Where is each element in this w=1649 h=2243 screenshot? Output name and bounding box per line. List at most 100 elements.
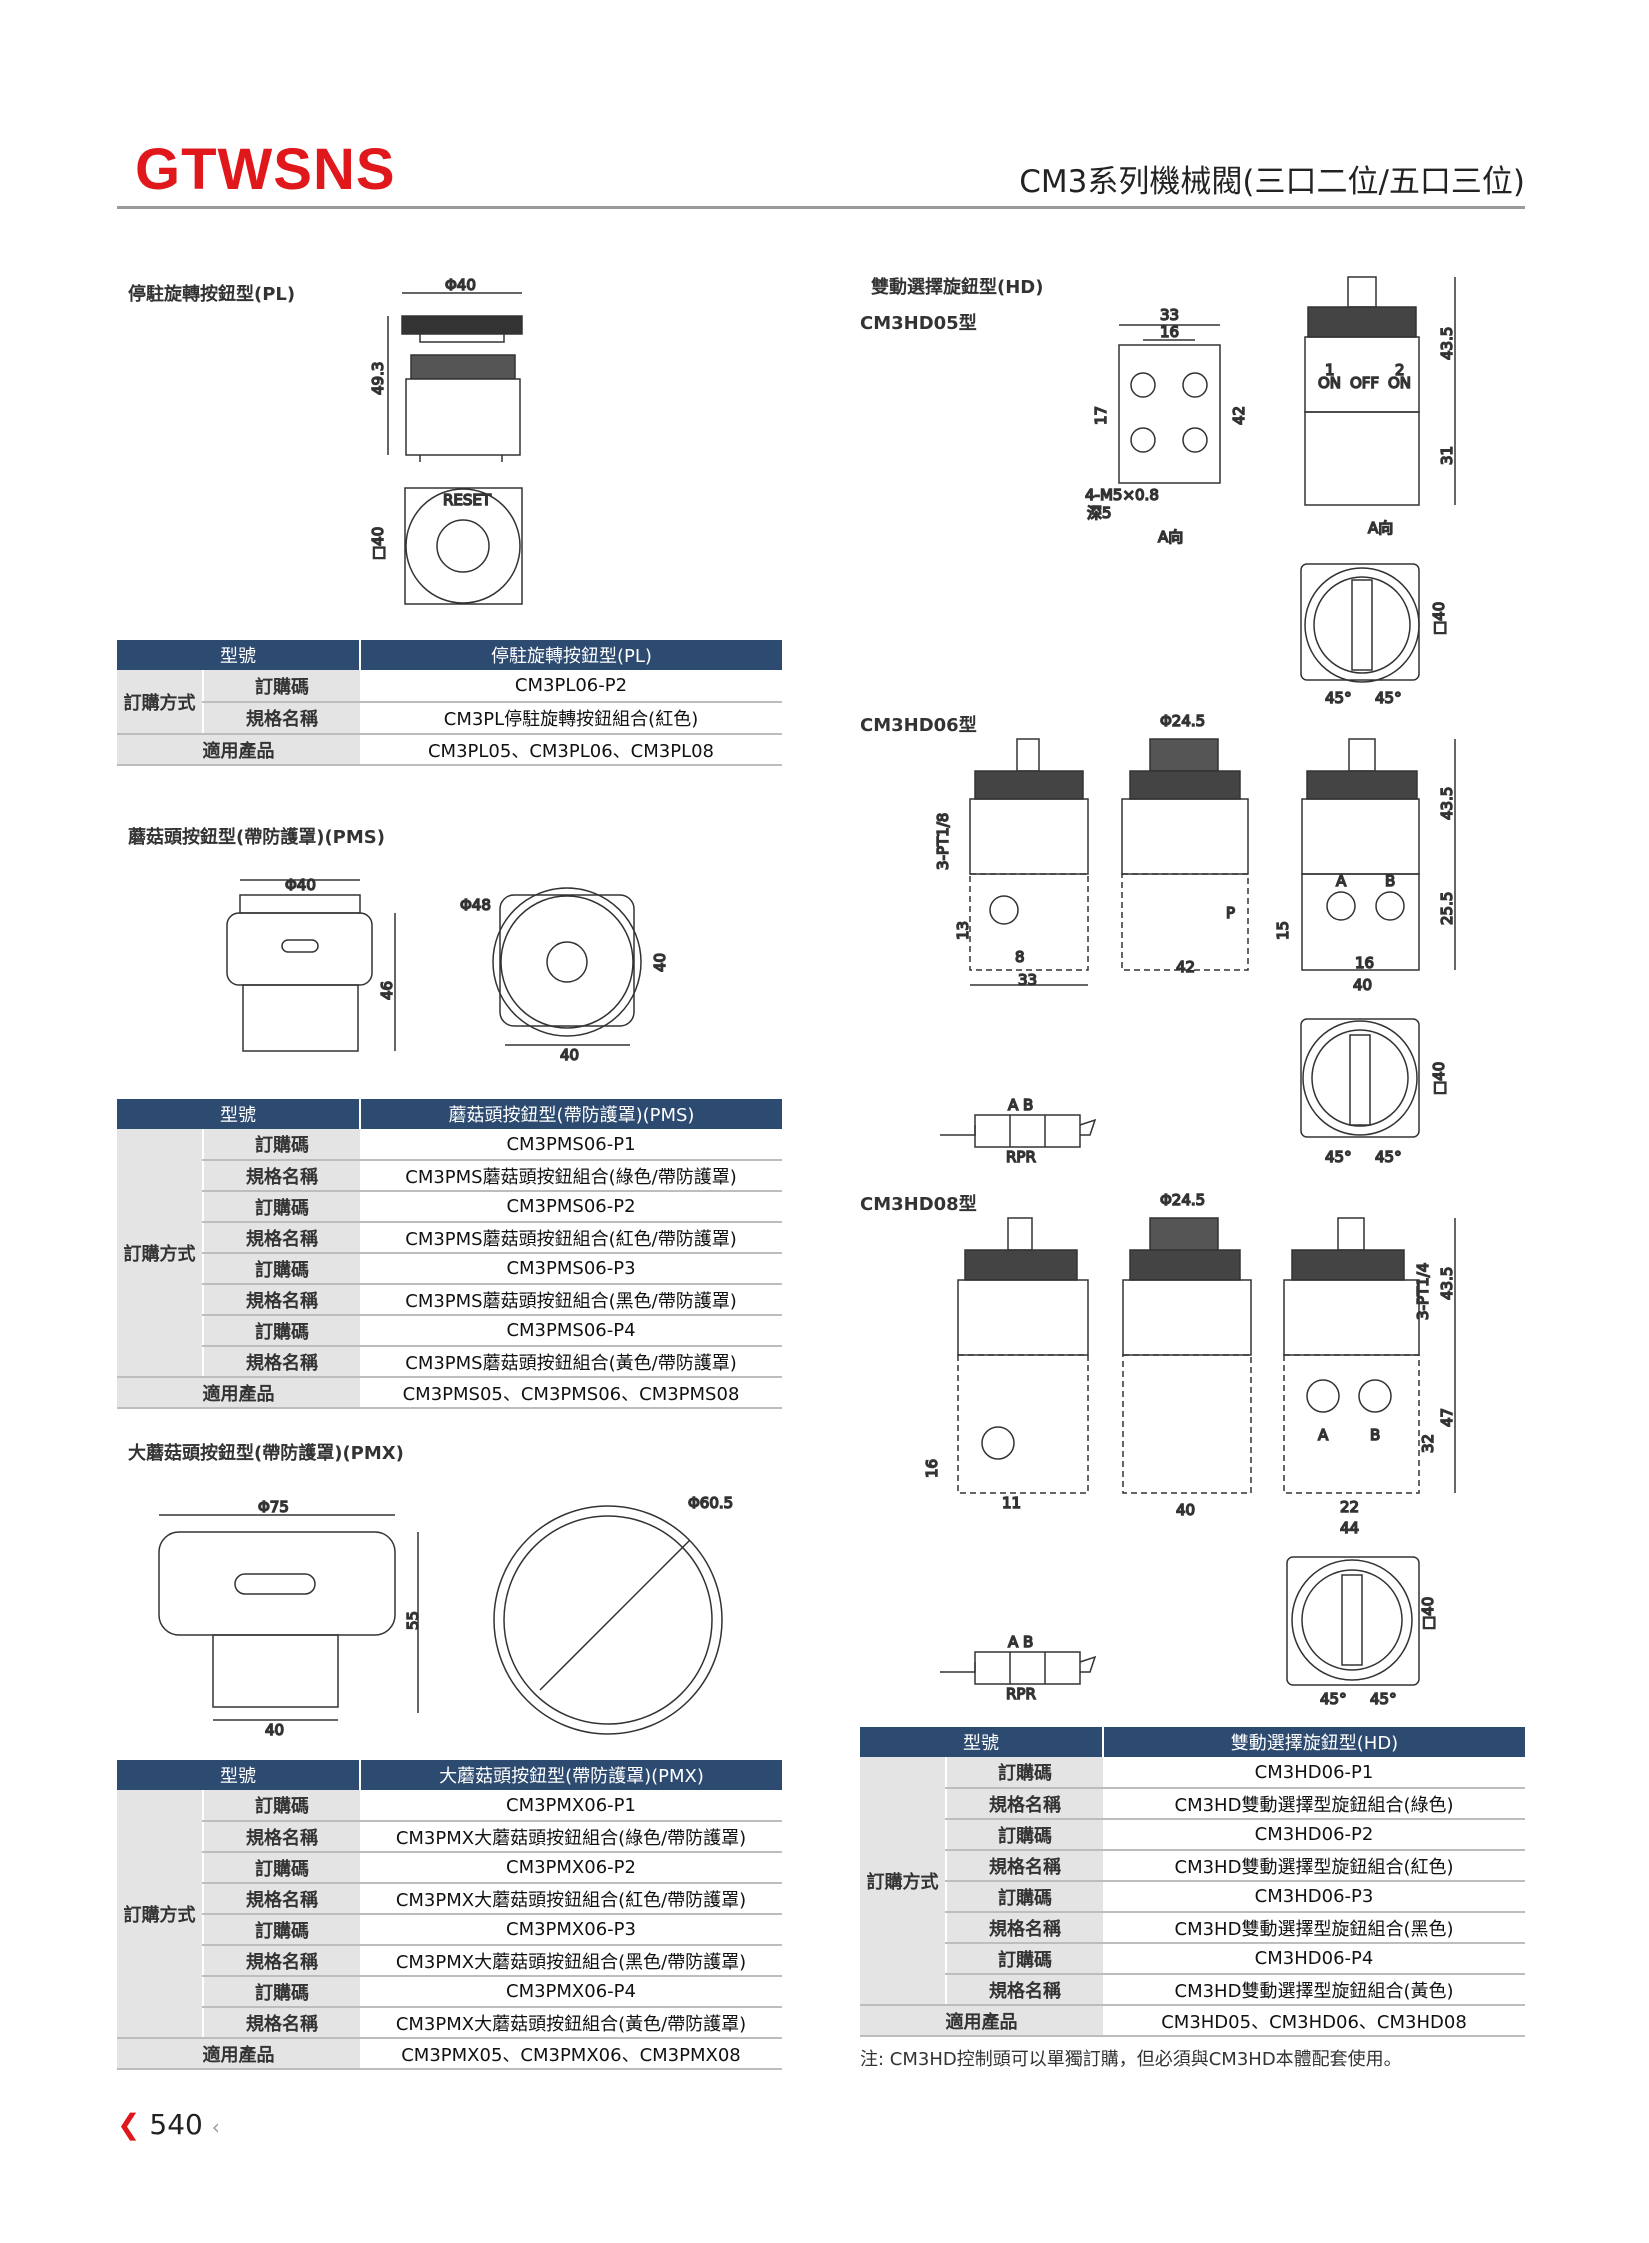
order-code-value: CM3HD06-P3 — [1103, 1881, 1525, 1913]
page-number: ❮ 540 ‹ — [117, 2108, 220, 2141]
section-title-hd05: CM3HD05型 — [860, 313, 977, 334]
order-code-label: 訂購碼 — [202, 1191, 360, 1223]
col-header-model: 型號 — [117, 640, 360, 670]
applicable-label: 適用產品 — [860, 2005, 1103, 2037]
order-code-label: 訂購碼 — [202, 1976, 360, 2008]
spec-name-value: CM3HD雙動選擇型旋鈕組合(黑色) — [1103, 1912, 1525, 1944]
dim-hd06-h15: 15 — [1274, 921, 1292, 940]
applicable-label: 適用產品 — [117, 2038, 360, 2070]
dim-pmx-d605: Φ60.5 — [688, 1494, 733, 1512]
hd08-valve-symbol — [940, 1651, 1097, 1685]
hd05-bottom-drawing — [1300, 563, 1420, 683]
spec-name-value: CM3PMS蘑菇頭按鈕組合(紅色/帶防護罩) — [360, 1222, 782, 1254]
dim-hd08-pt: 3-PT1/4 — [1414, 1263, 1432, 1320]
hd08-front-drawing — [957, 1217, 1089, 1494]
hd08-middle-drawing — [1122, 1217, 1252, 1494]
next-arrow-icon: ‹ — [211, 2115, 220, 2139]
order-code-label: 訂購碼 — [945, 1757, 1103, 1789]
dim-hd08-h47: 47 — [1438, 1408, 1456, 1427]
hd08-bottom-drawing — [1286, 1556, 1420, 1686]
hd06-port-p: P — [1226, 904, 1235, 922]
dim-hd06-w16: 16 — [1355, 954, 1374, 972]
pms-front-drawing — [226, 879, 396, 1052]
hd06-side-drawing — [1301, 738, 1456, 971]
spec-name-label: 規格名稱 — [202, 702, 360, 735]
hd08-port-b: B — [1370, 1426, 1380, 1444]
dim-hd06-pt: 3-PT1/8 — [934, 813, 952, 870]
spec-name-value: CM3PL停駐旋轉按鈕組合(紅色) — [360, 702, 782, 735]
spec-name-label: 規格名稱 — [202, 1222, 360, 1254]
dim-hd06-sq40: □40 — [1430, 1062, 1448, 1095]
dim-hd06-h13: 13 — [954, 921, 972, 940]
order-method-label: 訂購方式 — [117, 1790, 203, 2039]
spec-name-value: CM3PMX大蘑菇頭按鈕組合(紅色/帶防護罩) — [360, 1883, 782, 1915]
page-number-text: 540 — [149, 2108, 203, 2141]
pmx-top-drawing — [493, 1505, 723, 1735]
order-code-label: 訂購碼 — [202, 1790, 360, 1822]
dim-hd08-a45-left: 45° — [1320, 1690, 1347, 1708]
spec-name-value: CM3PMS蘑菇頭按鈕組合(黑色/帶防護罩) — [360, 1284, 782, 1316]
order-code-value: CM3PMS06-P3 — [360, 1253, 782, 1285]
dim-pms-w40: 40 — [560, 1046, 579, 1064]
dim-hd06-a45-left: 45° — [1325, 1148, 1352, 1166]
switch-pos-2: 2 — [1395, 361, 1405, 379]
switch-off: OFF — [1350, 374, 1379, 392]
dim-hd05-sq40: □40 — [1430, 602, 1448, 635]
dim-hd08-a45-right: 45° — [1370, 1690, 1397, 1708]
spec-name-value: CM3HD雙動選擇型旋鈕組合(綠色) — [1103, 1788, 1525, 1820]
dim-hd08-w11: 11 — [1002, 1494, 1021, 1512]
order-code-value: CM3PMS06-P2 — [360, 1191, 782, 1223]
hd06-port-b: B — [1385, 872, 1395, 890]
spec-name-value: CM3HD雙動選擇型旋鈕組合(黃色) — [1103, 1974, 1525, 2006]
order-code-label: 訂購碼 — [945, 1881, 1103, 1913]
header-divider — [117, 206, 1525, 209]
hd05-a-view-label: A向 — [1158, 528, 1183, 546]
col-header-type: 蘑菇頭按鈕型(帶防護罩)(PMS) — [359, 1099, 782, 1129]
spec-name-label: 規格名稱 — [202, 1346, 360, 1378]
dim-pmx-d75: Φ75 — [258, 1498, 289, 1516]
col-header-model: 型號 — [117, 1760, 360, 1790]
applicable-value: CM3PMX05、CM3PMX06、CM3PMX08 — [360, 2038, 782, 2070]
col-header-type: 大蘑菇頭按鈕型(帶防護罩)(PMX) — [359, 1760, 782, 1790]
page-title: CM3系列機械閥(三口二位/五口三位) — [1019, 164, 1525, 200]
spec-name-label: 規格名稱 — [202, 1821, 360, 1853]
dim-pms-d48: Φ48 — [460, 896, 491, 914]
dim-pmx-h55: 55 — [404, 1611, 422, 1630]
spec-name-label: 規格名稱 — [202, 2007, 360, 2039]
col-header-type: 雙動選擇旋鈕型(HD) — [1102, 1727, 1525, 1757]
dim-hd06-h435: 43.5 — [1438, 787, 1456, 820]
dim-hd06-h255: 25.5 — [1438, 892, 1456, 925]
footnote: 注: CM3HD控制頭可以單獨訂購，但必須與CM3HD本體配套使用。 — [860, 2049, 1402, 2070]
dim-hd06-w42: 42 — [1176, 958, 1195, 976]
col-header-model: 型號 — [860, 1727, 1103, 1757]
col-header-type: 停駐旋轉按鈕型(PL) — [359, 640, 782, 670]
dim-pl-h49: 49.3 — [369, 362, 387, 395]
hd05-port-plate — [1118, 324, 1221, 484]
applicable-value: CM3PMS05、CM3PMS06、CM3PMS08 — [360, 1377, 782, 1409]
dim-hd05-m5: 4-M5×0.8 — [1085, 486, 1159, 504]
dim-hd08-w40: 40 — [1176, 1501, 1195, 1519]
spec-name-label: 規格名稱 — [202, 1284, 360, 1316]
dim-hd05-w33: 33 — [1160, 306, 1179, 324]
section-title-pms: 蘑菇頭按鈕型(帶防護罩)(PMS) — [128, 827, 385, 848]
applicable-value: CM3PL05、CM3PL06、CM3PL08 — [360, 734, 782, 766]
dim-pmx-w40: 40 — [265, 1721, 284, 1739]
hd08-valve-ab: A B — [1008, 1633, 1033, 1651]
dim-hd08-sq40: □40 — [1419, 1597, 1437, 1630]
dim-pl-sq40: □40 — [369, 527, 387, 560]
hd08-port-a: A — [1318, 1426, 1329, 1444]
pmx-front-drawing — [158, 1514, 419, 1721]
switch-on-2: ON — [1388, 374, 1411, 392]
order-method-label: 訂購方式 — [117, 1129, 203, 1378]
dim-hd08-h32: 32 — [1419, 1434, 1437, 1453]
spec-name-value: CM3PMX大蘑菇頭按鈕組合(黑色/帶防護罩) — [360, 1945, 782, 1977]
applicable-label: 適用產品 — [117, 1377, 360, 1409]
hd06-bottom-drawing — [1300, 1018, 1420, 1138]
hd06-front-drawing — [969, 738, 1089, 986]
hd06-port-a: A — [1336, 872, 1347, 890]
order-code-label: 訂購碼 — [202, 670, 360, 703]
